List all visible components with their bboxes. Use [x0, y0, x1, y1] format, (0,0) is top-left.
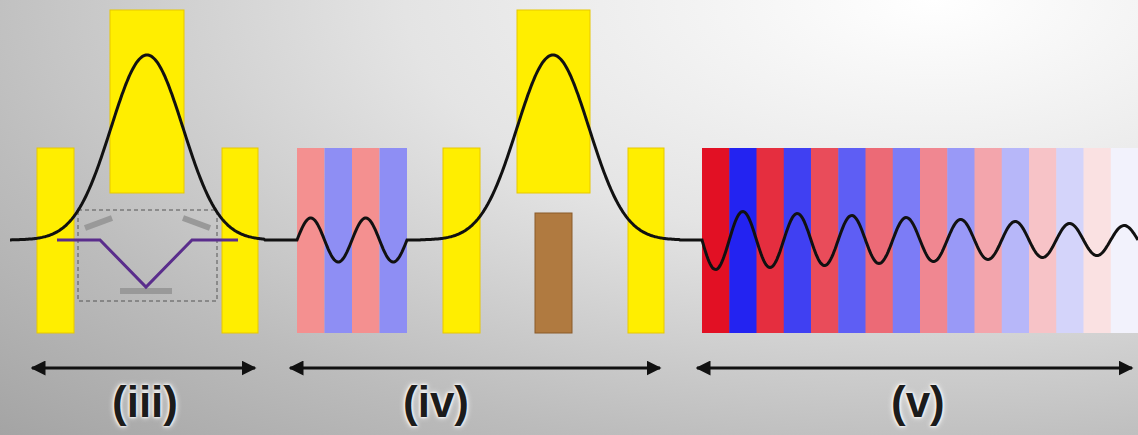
magnet-bar	[702, 148, 730, 333]
magnet-bar	[380, 148, 408, 333]
magnet-bar	[297, 148, 325, 333]
beam-curve	[10, 55, 1138, 270]
magnet-bar	[352, 148, 380, 333]
magnet-bar	[325, 148, 353, 333]
magnet-bar	[1002, 148, 1030, 333]
block	[535, 213, 572, 333]
section-label: (iii)	[112, 376, 178, 428]
magnet-bar	[866, 148, 894, 333]
magnet-bar	[1056, 148, 1084, 333]
magnet-bar	[893, 148, 921, 333]
magnet-bar	[757, 148, 785, 333]
magnet-bar	[975, 148, 1003, 333]
dipole-magnets	[37, 10, 664, 333]
magnet-bar	[1029, 148, 1057, 333]
magnet-bar	[811, 148, 839, 333]
magnet-bar	[1084, 148, 1112, 333]
magnet-bar	[920, 148, 948, 333]
section-label: (v)	[891, 376, 945, 428]
magnet-bar	[729, 148, 757, 333]
magnet-bar	[947, 148, 975, 333]
magnet-bar	[838, 148, 866, 333]
magnet-bar	[784, 148, 812, 333]
magnet-bar	[1111, 148, 1138, 333]
section-label: (iv)	[403, 376, 469, 428]
span-arrow	[32, 367, 1132, 370]
chicane-inset	[57, 210, 238, 301]
